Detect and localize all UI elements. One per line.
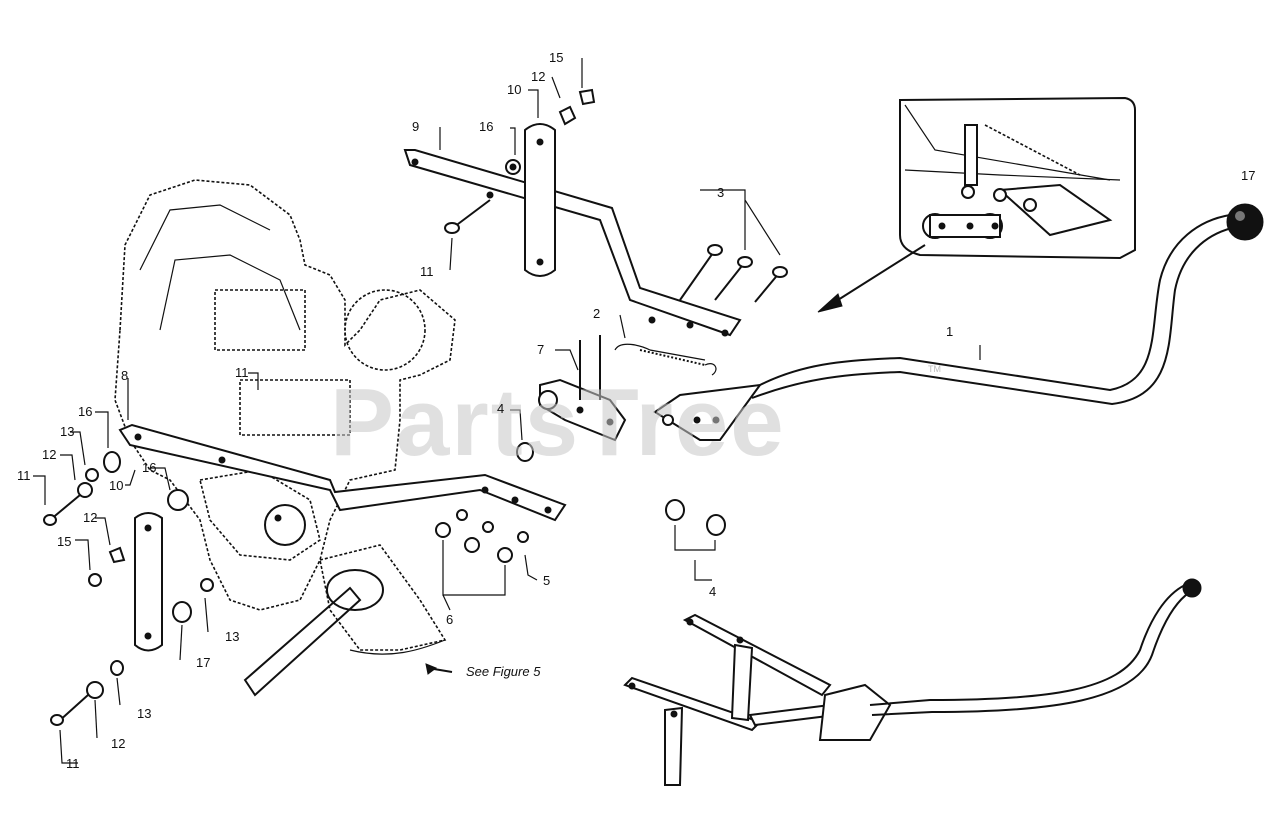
frame-bar-9 (403, 149, 742, 337)
callout-12: 12 (83, 510, 97, 525)
leader-lines (33, 58, 981, 764)
callout-15: 15 (549, 50, 563, 65)
bracket-assembly (538, 335, 763, 442)
callout-11: 11 (17, 468, 31, 483)
callout-11: 11 (420, 264, 434, 279)
callout-12: 12 (42, 447, 56, 462)
callout-13: 13 (137, 706, 151, 721)
callout-13: 13 (60, 424, 74, 439)
callout-7: 7 (537, 342, 544, 357)
callout-4: 4 (497, 401, 504, 416)
frame-bar-lower (118, 423, 567, 522)
watermark-tm: TM (928, 364, 941, 374)
callout-16: 16 (479, 119, 493, 134)
callout-9: 9 (412, 119, 419, 134)
knob-17-icon (1226, 203, 1264, 241)
callout-3: 3 (717, 185, 724, 200)
callout-16: 16 (78, 404, 92, 419)
watermark-text: PartsTree (330, 369, 786, 476)
shift-lever-1 (751, 203, 1264, 406)
callout-16: 16 (142, 460, 156, 475)
callout-16: 17 (196, 655, 210, 670)
callout-10: 10 (109, 478, 123, 493)
callout-10: 10 (507, 82, 521, 97)
inset-detail (817, 96, 1136, 313)
callout-5: 5 (543, 573, 550, 588)
callout-1: 1 (946, 324, 953, 339)
callout-15: 15 (57, 534, 71, 549)
see-figure-note: See Figure 5 (466, 664, 541, 679)
callout-11: 11 (235, 365, 249, 380)
callout-12: 12 (531, 69, 545, 84)
callout-6: 6 (446, 612, 453, 627)
left-hardware (43, 442, 726, 726)
callout-8: 8 (121, 368, 128, 383)
engine-assembly (114, 179, 456, 697)
callout-4: 4 (709, 584, 716, 599)
bolts-top (444, 199, 788, 303)
callout-2: 2 (593, 306, 600, 321)
see-figure-arrow-head (425, 663, 438, 675)
callout-12: 12 (111, 736, 125, 751)
link-10-top (505, 88, 596, 277)
callout-17: 17 (1241, 168, 1255, 183)
callout-13: 13 (225, 629, 239, 644)
callout-11: 11 (66, 756, 80, 771)
assembled-view (623, 578, 1202, 786)
